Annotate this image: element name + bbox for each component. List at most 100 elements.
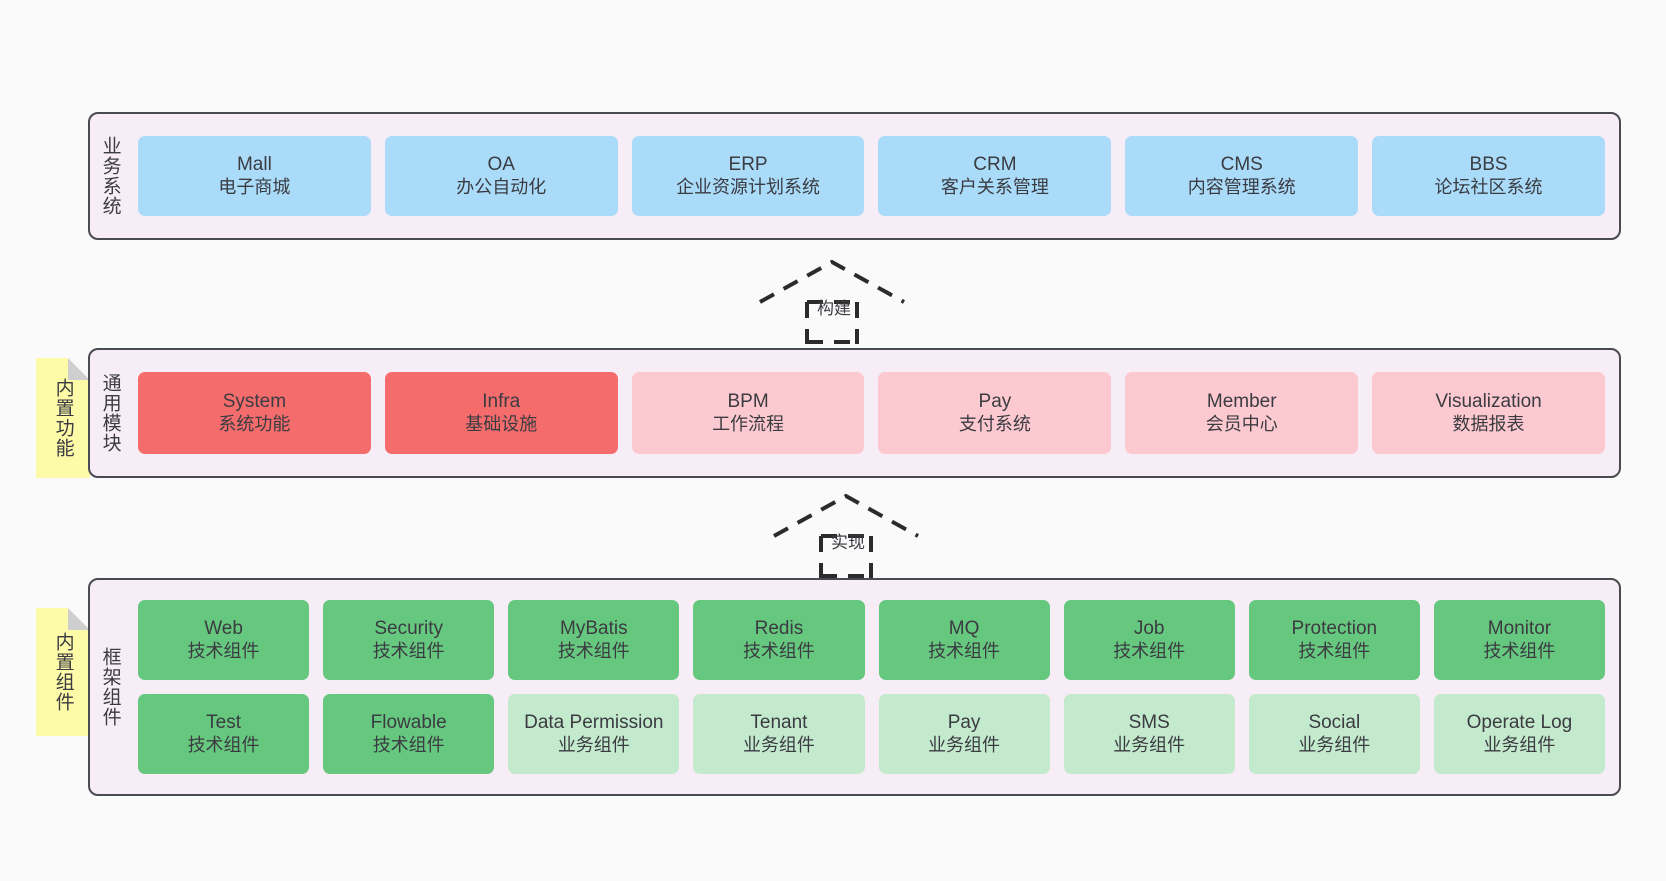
cell-redis[interactable]: Redis 技术组件 <box>693 600 865 680</box>
cell-title: Pay <box>978 391 1012 413</box>
cell-subtitle: 业务组件 <box>1298 734 1371 755</box>
layer-title-common-module: 通用模块 <box>99 373 121 453</box>
cell-subtitle: 电子商城 <box>218 176 291 197</box>
cell-subtitle: 内容管理系统 <box>1187 176 1296 197</box>
cell-oa[interactable]: OA 办公自动化 <box>384 136 618 216</box>
cell-title: Job <box>1133 618 1165 640</box>
cell-title: SMS <box>1128 712 1170 734</box>
cell-infra[interactable]: Infra 基础设施 <box>384 372 618 454</box>
cell-system[interactable]: System 系统功能 <box>138 372 371 454</box>
cell-title: Tenant <box>750 712 808 734</box>
cell-title: CRM <box>973 154 1017 176</box>
cell-bbs[interactable]: BBS 论坛社区系统 <box>1372 136 1605 216</box>
cell-mq[interactable]: MQ 技术组件 <box>878 600 1050 680</box>
cell-subtitle: 系统功能 <box>218 413 291 434</box>
cell-operate-log[interactable]: Operate Log 业务组件 <box>1433 694 1605 774</box>
row-business-components: Test 技术组件 Flowable 技术组件 Data Permission … <box>138 694 1605 774</box>
cell-subtitle: 业务组件 <box>928 734 1001 755</box>
cell-subtitle: 客户关系管理 <box>940 176 1049 197</box>
cell-title: OA <box>487 154 515 176</box>
cell-title: Member <box>1206 391 1277 413</box>
cell-title: System <box>222 391 287 413</box>
cell-subtitle: 业务组件 <box>557 734 630 755</box>
cell-web[interactable]: Web 技术组件 <box>138 600 310 680</box>
cell-subtitle: 业务组件 <box>1483 734 1556 755</box>
cell-title: Test <box>206 712 241 734</box>
note-fold-icon <box>68 608 90 630</box>
cell-data-permission[interactable]: Data Permission 业务组件 <box>508 694 680 774</box>
cell-sms[interactable]: SMS 业务组件 <box>1063 694 1235 774</box>
cell-subtitle: 业务组件 <box>742 734 815 755</box>
cell-title: MQ <box>948 618 980 640</box>
cell-title: Protection <box>1291 618 1378 640</box>
layer-body-common-module: System 系统功能 Infra 基础设施 BPM 工作流程 Pay 支付系统… <box>130 350 1619 476</box>
cell-title: Monitor <box>1487 618 1552 640</box>
layer-business-system[interactable]: 业务系统 Mall 电子商城 OA 办公自动化 ERP 企业资源计划系统 CRM… <box>88 112 1621 240</box>
row-tech-components: Web 技术组件 Security 技术组件 MyBatis 技术组件 Redi… <box>138 600 1605 680</box>
cell-social[interactable]: Social 业务组件 <box>1248 694 1420 774</box>
connector-implement: 实现 <box>766 492 926 578</box>
cell-job[interactable]: Job 技术组件 <box>1063 600 1235 680</box>
cell-title: BPM <box>727 391 769 413</box>
cell-flowable[interactable]: Flowable 技术组件 <box>323 694 495 774</box>
cell-title: CMS <box>1220 154 1263 176</box>
cell-title: Mall <box>236 154 272 176</box>
cell-title: Visualization <box>1435 391 1542 413</box>
layer-title-business-system: 业务系统 <box>99 136 121 216</box>
cell-pay-module[interactable]: Pay 支付系统 <box>878 372 1112 454</box>
cell-subtitle: 数据报表 <box>1452 413 1525 434</box>
cell-subtitle: 技术组件 <box>1298 640 1371 661</box>
cell-title: Operate Log <box>1466 712 1573 734</box>
cell-visualization[interactable]: Visualization 数据报表 <box>1372 372 1605 454</box>
cell-title: ERP <box>728 154 768 176</box>
cell-mall[interactable]: Mall 电子商城 <box>138 136 371 216</box>
cell-erp[interactable]: ERP 企业资源计划系统 <box>631 136 865 216</box>
cell-tenant[interactable]: Tenant 业务组件 <box>693 694 865 774</box>
cell-title: Flowable <box>370 712 447 734</box>
cell-protection[interactable]: Protection 技术组件 <box>1248 600 1420 680</box>
cell-subtitle: 技术组件 <box>928 640 1001 661</box>
note-builtin-component[interactable]: 内置组件 <box>36 608 90 736</box>
cell-security[interactable]: Security 技术组件 <box>323 600 495 680</box>
layer-title-framework-component: 框架组件 <box>99 647 121 727</box>
layer-common-module[interactable]: 通用模块 System 系统功能 Infra 基础设施 BPM 工作流程 Pay… <box>88 348 1621 478</box>
cell-crm[interactable]: CRM 客户关系管理 <box>878 136 1112 216</box>
layer-framework-component[interactable]: 框架组件 Web 技术组件 Security 技术组件 MyBatis 技术组件… <box>88 578 1621 796</box>
implement-arrow-icon <box>773 493 919 578</box>
cell-bpm[interactable]: BPM 工作流程 <box>631 372 865 454</box>
cell-pay-component[interactable]: Pay 业务组件 <box>878 694 1050 774</box>
cell-subtitle: 技术组件 <box>187 734 260 755</box>
cell-subtitle: 基础设施 <box>465 413 538 434</box>
cell-subtitle: 技术组件 <box>557 640 630 661</box>
connector-build: 构建 <box>752 258 912 344</box>
note-label: 内置组件 <box>52 632 74 712</box>
cell-title: Redis <box>754 618 804 640</box>
cell-subtitle: 技术组件 <box>1483 640 1556 661</box>
cell-member[interactable]: Member 会员中心 <box>1125 372 1359 454</box>
cell-subtitle: 论坛社区系统 <box>1434 176 1543 197</box>
cell-subtitle: 业务组件 <box>1113 734 1186 755</box>
row-business-system: Mall 电子商城 OA 办公自动化 ERP 企业资源计划系统 CRM 客户关系… <box>138 136 1605 216</box>
cell-title: Web <box>204 618 243 640</box>
cell-subtitle: 技术组件 <box>742 640 815 661</box>
cell-title: MyBatis <box>560 618 628 640</box>
cell-monitor[interactable]: Monitor 技术组件 <box>1433 600 1605 680</box>
cell-subtitle: 支付系统 <box>958 413 1031 434</box>
cell-subtitle: 技术组件 <box>372 734 445 755</box>
connector-implement-label: 实现 <box>831 533 865 552</box>
cell-subtitle: 办公自动化 <box>456 176 547 197</box>
layer-body-framework-component: Web 技术组件 Security 技术组件 MyBatis 技术组件 Redi… <box>130 580 1619 794</box>
cell-subtitle: 技术组件 <box>187 640 260 661</box>
cell-title: Infra <box>482 391 521 413</box>
note-builtin-function[interactable]: 内置功能 <box>36 358 90 478</box>
build-arrow-icon <box>759 259 905 344</box>
cell-mybatis[interactable]: MyBatis 技术组件 <box>508 600 680 680</box>
cell-cms[interactable]: CMS 内容管理系统 <box>1125 136 1359 216</box>
cell-subtitle: 技术组件 <box>372 640 445 661</box>
cell-title: Pay <box>947 712 981 734</box>
cell-title: Social <box>1308 712 1361 734</box>
connector-build-label: 构建 <box>817 299 851 318</box>
note-label: 内置功能 <box>52 378 74 458</box>
row-common-module: System 系统功能 Infra 基础设施 BPM 工作流程 Pay 支付系统… <box>138 372 1605 454</box>
cell-test[interactable]: Test 技术组件 <box>138 694 310 774</box>
